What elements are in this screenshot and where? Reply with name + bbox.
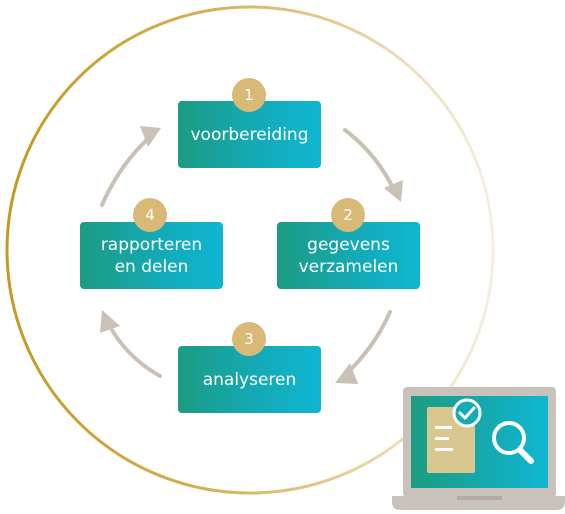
arrow-head-1	[384, 180, 403, 202]
magnifier-icon	[492, 421, 534, 464]
arrow-3-to-4	[106, 321, 162, 378]
arrow-head-3	[100, 310, 120, 333]
arrow-4-to-1	[100, 135, 152, 207]
step-2-number-badge: 2	[331, 198, 365, 232]
arrow-heads	[100, 126, 403, 384]
step-box-rapporteren: rapporteren en delen	[80, 222, 223, 289]
step-3-label: analyseren	[202, 369, 297, 390]
laptop-base	[392, 496, 565, 510]
step-1-label: voorbereiding	[190, 124, 309, 145]
laptop-notch	[457, 496, 502, 500]
arrow-head-4	[140, 126, 161, 147]
laptop-icon	[392, 387, 565, 510]
outer-ring	[5, 5, 495, 495]
arrow-head-2	[335, 363, 358, 384]
step-2-label: gegevens verzamelen	[298, 234, 399, 277]
step-1-number-badge: 1	[232, 78, 266, 112]
cycle-arrows	[100, 128, 394, 378]
step-3-number-badge: 3	[232, 322, 266, 356]
step-box-analyseren: analyseren	[178, 346, 321, 413]
checkmark-icon	[452, 398, 482, 428]
step-box-gegevens-verzamelen: gegevens verzamelen	[277, 222, 420, 289]
arrow-2-to-3	[346, 310, 392, 374]
step-4-label: rapporteren en delen	[100, 234, 203, 277]
arrow-1-to-2	[343, 128, 394, 188]
step-box-voorbereiding: voorbereiding	[178, 101, 321, 168]
step-4-number-badge: 4	[133, 198, 167, 232]
